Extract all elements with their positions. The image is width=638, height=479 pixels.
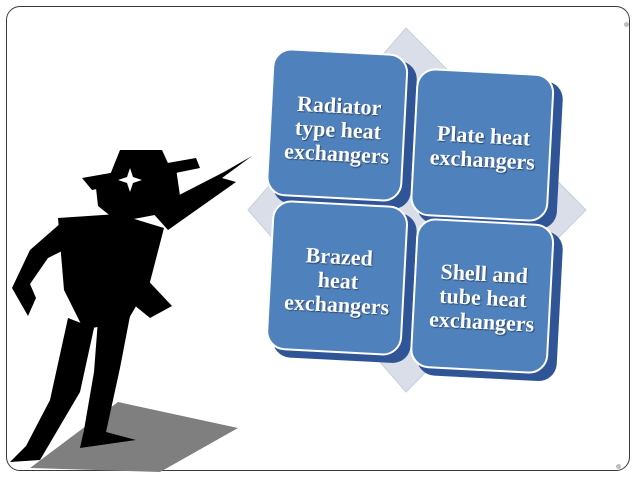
tile-plate: [410, 68, 563, 230]
tile-shell: [410, 218, 563, 382]
tile-radiator: [266, 48, 417, 209]
tile-label-shell: Shell and tube heat exchangers: [428, 258, 535, 337]
slide-frame: [6, 6, 630, 471]
eye-sparkle-icon: [118, 168, 142, 192]
corner-dot: [616, 464, 621, 469]
pointing-man-icon: [10, 150, 252, 462]
figure-shadow: [30, 402, 238, 472]
tile-brazed: [266, 200, 417, 363]
tile-label-brazed: Brazed heat exchangers: [283, 242, 390, 320]
tile-label-radiator: Radiator type heat exchangers: [283, 90, 390, 169]
corner-dot: [624, 22, 629, 27]
tile-label-plate: Plate heat exchangers: [429, 120, 536, 175]
